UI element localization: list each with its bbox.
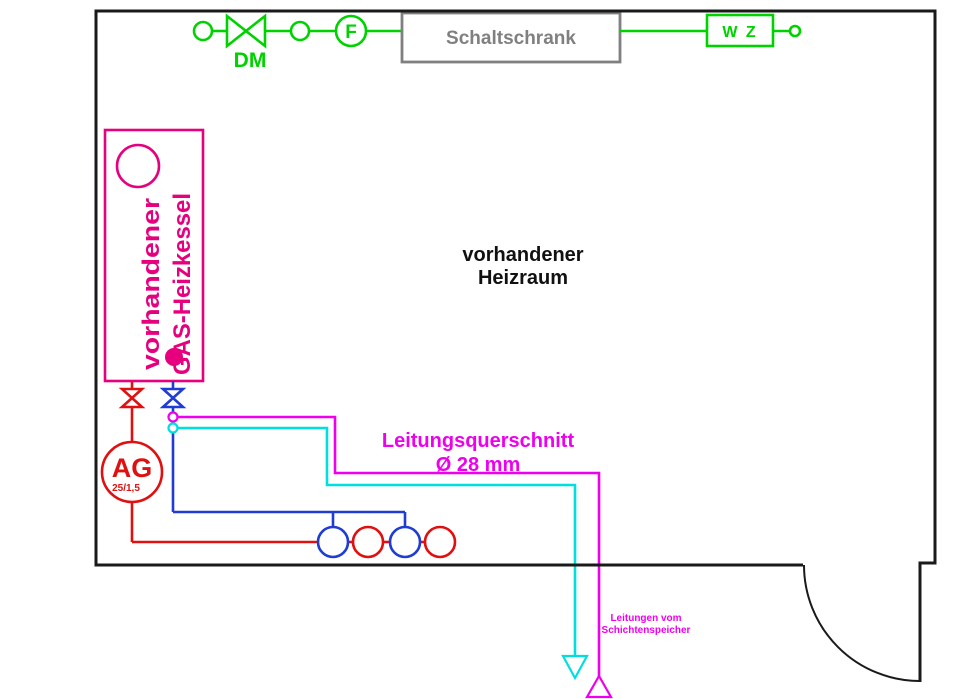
- room-outline: [94, 9, 937, 682]
- magenta-arrow-icon: [585, 673, 613, 699]
- storage-note-line2: Schichtenspeicher: [602, 625, 691, 636]
- door-swing-arc: [803, 564, 921, 682]
- magenta-pipe-run: [177, 415, 601, 676]
- gas-line-start-circle: [192, 20, 214, 42]
- pipe-cross-section-label-line2: Ø 28 mm: [436, 454, 520, 476]
- gas-junction-circle: [289, 20, 311, 42]
- expansion-vessel-label: AG: [112, 453, 153, 483]
- cyan-junction-dot: [167, 422, 179, 434]
- distribution-circle-blue-1: [316, 525, 350, 559]
- gas-valve-label: DM: [234, 49, 267, 72]
- boiler: vorhandener GAS-Heizkessel: [103, 128, 205, 383]
- cyan-arrow-icon: [561, 654, 589, 681]
- gas-shutoff-valve-icon: [225, 13, 267, 49]
- storage-pipe-magenta: [167, 411, 613, 699]
- return-circuit-blue: [159, 381, 422, 559]
- gas-supply-line: DM F Schaltschrank W Z: [192, 11, 802, 72]
- gas-line-end-circle: [788, 24, 802, 38]
- distribution-circle-red-1: [351, 525, 385, 559]
- pipe-cross-section-label-line1: Leitungsquerschnitt: [382, 430, 575, 452]
- room-label-line1: vorhandener: [462, 244, 583, 266]
- storage-note-line1: Leitungen vom: [610, 613, 681, 624]
- room-label-line2: Heizraum: [478, 267, 568, 289]
- boiler-label-line1: vorhandener: [138, 198, 165, 370]
- gas-sensor-label: F: [345, 22, 357, 43]
- return-valve-icon: [159, 387, 187, 409]
- control-cabinet-label: Schaltschrank: [446, 28, 576, 49]
- cyan-pipe-run: [177, 426, 577, 656]
- meter-label: W Z: [722, 24, 757, 41]
- control-cabinet-box: [400, 11, 622, 64]
- expansion-vessel-size: 25/1,5: [112, 483, 140, 494]
- meter-box: [705, 13, 775, 48]
- room-walls: [94, 9, 937, 682]
- boiler-connection-dot: [165, 348, 183, 366]
- magenta-junction-dot: [167, 411, 179, 423]
- boiler-port-circle: [115, 143, 161, 189]
- storage-pipe-cyan: [167, 422, 589, 681]
- boiler-label-line2: GAS-Heizkessel: [169, 193, 196, 375]
- flow-valve-icon: [118, 387, 146, 409]
- distribution-circle-red-2: [423, 525, 457, 559]
- flow-circuit-red: AG 25/1,5: [100, 381, 457, 559]
- distribution-circle-blue-2: [388, 525, 422, 559]
